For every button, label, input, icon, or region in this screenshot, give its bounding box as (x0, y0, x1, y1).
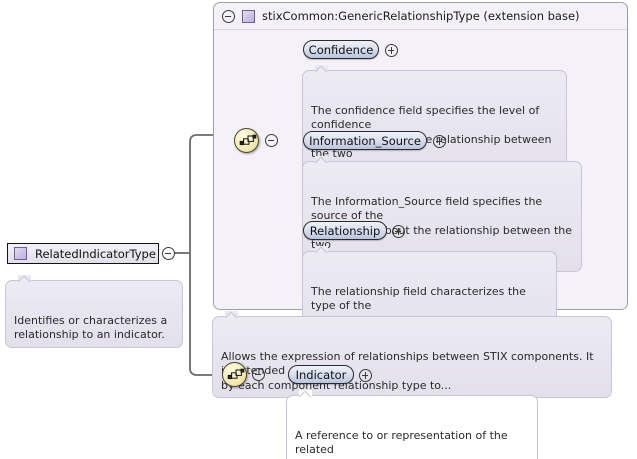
root-type-box[interactable]: RelatedIndicatorType (7, 243, 159, 264)
extension-base-minus-toggle-icon[interactable] (222, 9, 235, 23)
extension-base-sequence-minus-toggle-icon[interactable] (265, 134, 278, 147)
note-pointer-tab (315, 246, 328, 253)
element-confidence-plus-toggle-icon[interactable] (385, 44, 398, 57)
extension-base-type-square-icon (242, 9, 255, 23)
root-type-annotation: Identifies or characterizes a relationsh… (5, 275, 183, 348)
element-confidence-annotation-text: The confidence field specifies the level… (311, 103, 552, 175)
extension-branch-sequence-icon[interactable] (222, 362, 247, 387)
element-information-source-label: Information_Source (309, 133, 421, 148)
note-pointer-tab (18, 275, 31, 282)
extension-branch-sequence-minus-toggle-icon[interactable] (252, 368, 265, 381)
element-information-source-plus-toggle-icon[interactable] (433, 135, 446, 148)
element-relationship-plus-toggle-icon[interactable] (392, 225, 405, 238)
element-indicator-label: Indicator (295, 367, 347, 382)
extension-base-title: stixCommon:GenericRelationshipType (exte… (262, 9, 580, 23)
element-indicator-plus-toggle-icon[interactable] (359, 369, 372, 382)
element-indicator-annotation: A reference to or representation of the … (286, 390, 538, 459)
type-square-icon (14, 247, 27, 260)
note-pointer-tab (315, 156, 328, 163)
element-information-source[interactable]: Information_Source (303, 131, 427, 150)
root-type-label: RelatedIndicatorType (35, 246, 156, 261)
note-pointer-tab (299, 390, 312, 397)
element-relationship[interactable]: Relationship (303, 221, 387, 240)
root-type-annotation-text: Identifies or characterizes a relationsh… (14, 313, 168, 342)
extension-base-annotation-text: Allows the expression of relationships b… (221, 349, 594, 392)
element-indicator-annotation-text: A reference to or representation of the … (295, 428, 508, 459)
element-confidence-label: Confidence (308, 42, 374, 57)
extension-base-sequence-icon[interactable] (234, 128, 259, 153)
extension-base-header: stixCommon:GenericRelationshipType (exte… (214, 3, 627, 30)
note-pointer-tab (225, 311, 238, 318)
element-confidence[interactable]: Confidence (303, 40, 379, 59)
extension-base-annotation: Allows the expression of relationships b… (212, 311, 612, 399)
note-pointer-tab (315, 65, 328, 72)
element-indicator[interactable]: Indicator (288, 365, 354, 384)
element-relationship-label: Relationship (309, 223, 381, 238)
root-type-minus-toggle-icon[interactable] (162, 247, 175, 260)
